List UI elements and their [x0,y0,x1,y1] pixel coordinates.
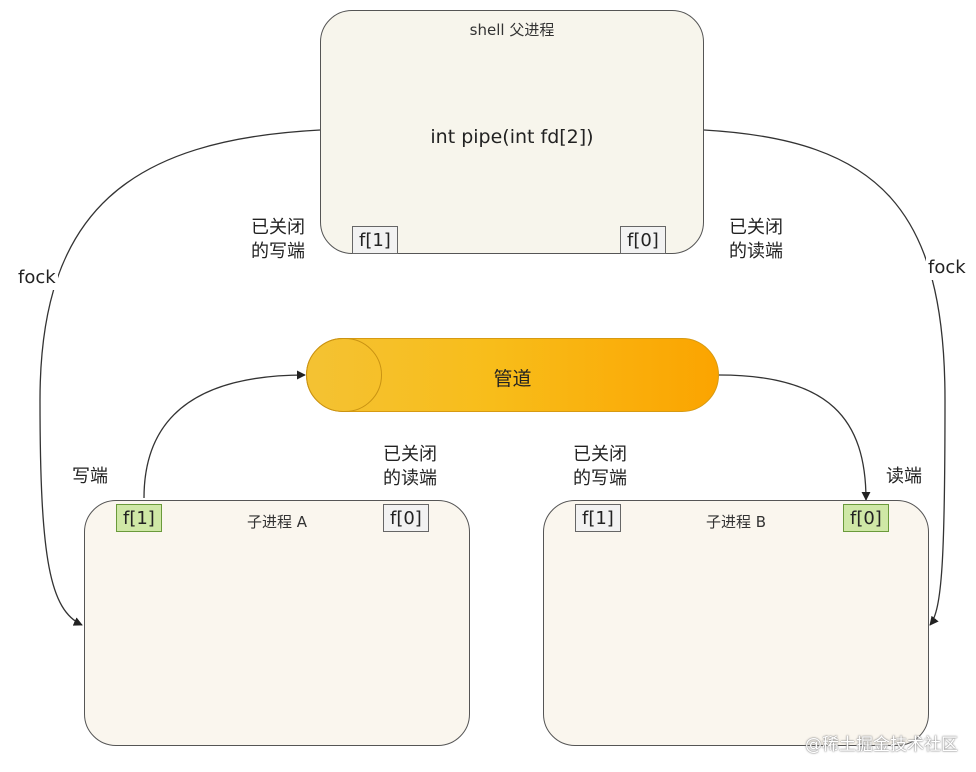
pipe-label: 管道 [493,368,532,390]
parent-closed-read-label: 已关闭的读端 [729,217,783,262]
child-a-title: 子进程 A [246,513,308,531]
parent-fd-write: f[1] [352,226,398,254]
child-a-fd-read: f[0] [383,504,429,532]
fork-right-label: fock [926,256,968,280]
pipe-cylinder [306,338,719,412]
fork-left-label: fock [16,266,58,290]
child-b-title: 子进程 B [705,513,767,531]
child-a-closed-read-label: 已关闭的读端 [383,444,437,489]
child-a-write-end-label: 写端 [72,466,108,487]
parent-closed-write-label: 已关闭的写端 [251,217,305,262]
watermark: @稀土掘金技术社区 [805,735,958,755]
parent-title: shell 父进程 [469,21,555,39]
child-b-fd-write: f[1] [575,504,621,532]
parent-process-box: shell 父进程 [320,10,704,254]
fork-right-arrow [703,129,946,626]
parent-fd-read: f[0] [620,226,666,254]
fork-left-arrow [39,129,321,626]
write-to-pipe-arrow [143,370,306,499]
child-a-box: 子进程 A [84,500,470,746]
pipe-to-read-arrow [718,374,871,501]
child-b-read-end-label: 读端 [886,466,922,487]
pipe-cap [306,338,382,412]
child-b-fd-read: f[0] [843,504,889,532]
pipe-function: int pipe(int fd[2]) [430,126,594,148]
child-b-closed-write-label: 已关闭的写端 [573,444,627,489]
child-b-box: 子进程 B [543,500,929,746]
child-a-fd-write: f[1] [116,504,162,532]
